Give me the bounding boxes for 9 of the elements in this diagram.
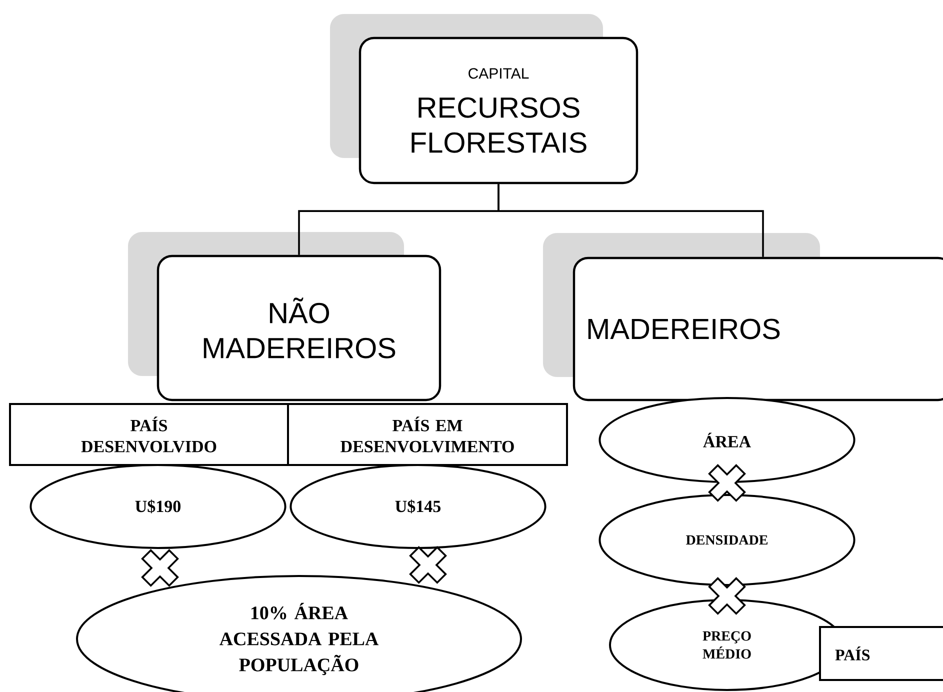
connector bbox=[498, 184, 764, 257]
rounded-box: CAPITAL RECURSOS FLORESTAIS bbox=[358, 36, 638, 184]
ellipse-node: ÁREA bbox=[598, 396, 856, 483]
ellipse-node: DENSIDADE bbox=[598, 494, 856, 586]
label-box: PAÍS DESENVOLVIDO bbox=[9, 402, 289, 466]
label-box: PAÍS EM DESENVOLVIMENTO bbox=[287, 402, 568, 466]
ellipse-node: U$145 bbox=[290, 464, 546, 549]
label-box: PAÍS bbox=[819, 626, 943, 681]
ellipse-node: U$190 bbox=[30, 464, 286, 549]
